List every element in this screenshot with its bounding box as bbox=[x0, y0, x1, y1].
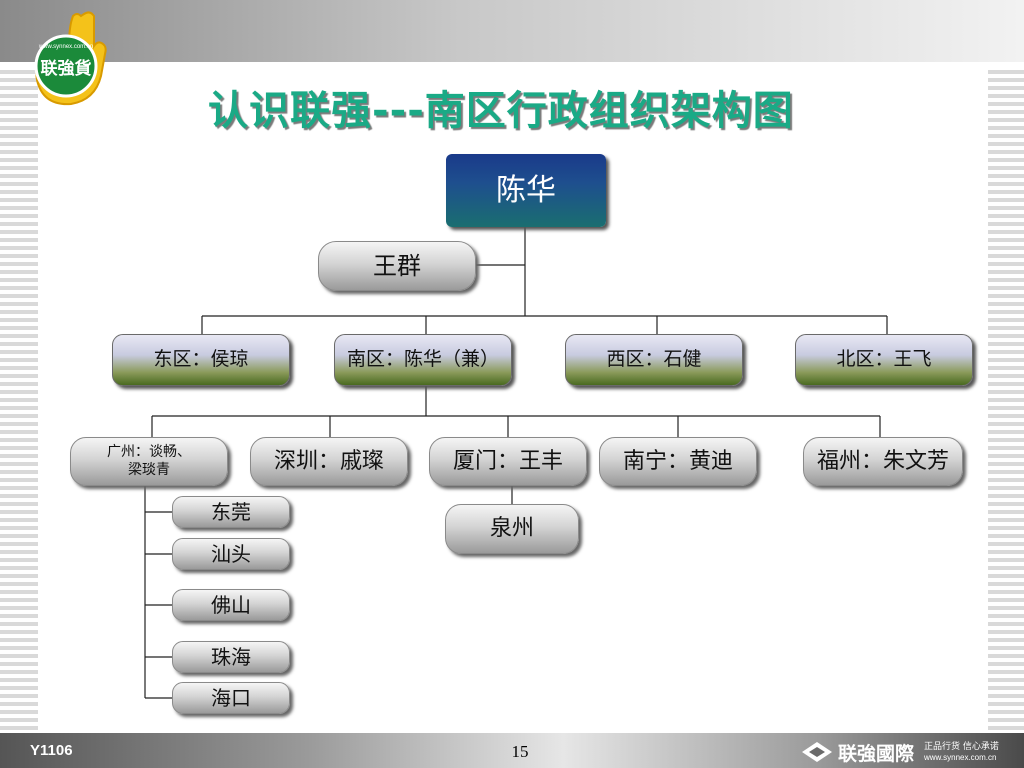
logo-text: 联強貨 bbox=[41, 58, 92, 79]
page-title: 认识联强---南区行政组织架构图 bbox=[208, 88, 794, 134]
brand-url: www.synnex.com.cn bbox=[924, 753, 997, 762]
page-number: 15 bbox=[511, 742, 529, 761]
brand-slogan: 正品行货 信心承诺 bbox=[924, 742, 999, 752]
left-stripe-decoration bbox=[0, 70, 38, 730]
org-node-sub-haikou: 海口 bbox=[172, 682, 290, 714]
org-node-region-south: 南区：陈华（兼） bbox=[334, 334, 512, 386]
footer-code: Y1106 bbox=[30, 742, 73, 759]
footer-brand: 联強國際 正品行货 信心承诺 www.synnex.com.cn bbox=[798, 738, 1018, 766]
org-node-region-west: 西区：石健 bbox=[565, 334, 743, 386]
top-banner bbox=[0, 0, 1024, 62]
org-node-branch-fuzhou: 福州：朱文芳 bbox=[803, 437, 963, 486]
org-node-sub-quanzhou: 泉州 bbox=[445, 504, 579, 554]
org-node-sub-foshan: 佛山 bbox=[172, 589, 290, 621]
org-node-root: 陈华 bbox=[446, 154, 606, 227]
org-node-sub-dongguan: 东莞 bbox=[172, 496, 290, 528]
logo-url: www.synnex.com.cn bbox=[38, 44, 93, 50]
brand-name: 联強國際 bbox=[838, 743, 915, 765]
org-node-sub-zhuhai: 珠海 bbox=[172, 641, 290, 673]
brand-mark-icon bbox=[802, 742, 832, 762]
org-node-assistant: 王群 bbox=[318, 241, 476, 291]
right-stripe-decoration bbox=[988, 70, 1024, 730]
org-node-branch-xiamen: 厦门：王丰 bbox=[429, 437, 587, 486]
org-node-sub-shantou: 汕头 bbox=[172, 538, 290, 570]
company-logo: 联強貨 www.synnex.com.cn bbox=[26, 8, 122, 112]
org-node-branch-guangzhou: 广州：谈畅、 梁琰青 bbox=[70, 437, 228, 486]
org-node-branch-shenzhen: 深圳：戚璨 bbox=[250, 437, 408, 486]
org-node-branch-nanning: 南宁：黄迪 bbox=[599, 437, 757, 486]
org-node-region-east: 东区：侯琼 bbox=[112, 334, 290, 386]
footer-bar bbox=[0, 733, 1024, 768]
org-node-region-north: 北区：王飞 bbox=[795, 334, 973, 386]
